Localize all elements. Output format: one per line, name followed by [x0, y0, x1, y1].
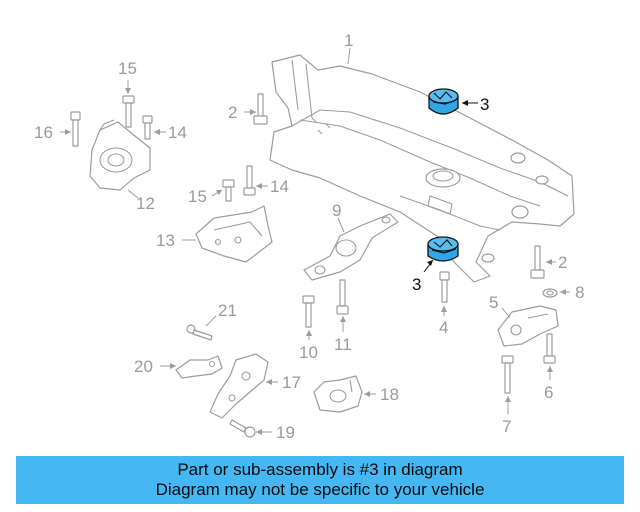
- callout-3-lower: 3: [412, 275, 421, 294]
- bolt-6: [543, 333, 556, 364]
- bolt-14-lower: [243, 165, 256, 196]
- bushing-lower[interactable]: [427, 236, 459, 262]
- callout-15-lower: 15: [188, 187, 207, 206]
- arrowhead-3-lower: [427, 260, 433, 266]
- callout-17: 17: [282, 373, 301, 392]
- leader-12: [127, 189, 139, 199]
- torque-rod-9: [303, 213, 399, 281]
- callout-3-upper: 3: [480, 95, 489, 114]
- leader-5: [501, 307, 511, 319]
- leader-1: [347, 47, 351, 65]
- bolt-2-upper: [253, 93, 268, 125]
- callout-8: 8: [575, 283, 584, 302]
- callout-12: 12: [136, 194, 155, 213]
- bracket-17: [209, 353, 269, 419]
- info-banner: Part or sub-assembly is #3 in diagram Di…: [16, 456, 624, 504]
- engine-mount-12: [89, 119, 151, 191]
- bolt-15-lower: [222, 179, 235, 202]
- callout-14-upper: 14: [168, 123, 187, 142]
- callout-7: 7: [502, 417, 511, 436]
- callout-2-upper: 2: [228, 103, 237, 122]
- bolt-14-upper: [142, 115, 153, 140]
- bushing-upper[interactable]: [428, 88, 459, 115]
- callout-6: 6: [544, 383, 553, 402]
- leader-21: [205, 315, 217, 327]
- banner-line-1: Part or sub-assembly is #3 in diagram: [177, 460, 463, 479]
- bolt-10: [302, 295, 315, 328]
- bolt-11: [336, 279, 349, 315]
- callout-labels: 1 2 2 3 3 4 5 6 7 8 9 10 11 12 13 14 14 …: [34, 31, 584, 442]
- arrowhead-3-upper: [462, 100, 468, 106]
- bolt-7: [501, 355, 514, 394]
- bolt-4: [439, 271, 450, 303]
- bolt-21: [186, 324, 213, 341]
- callout-1: 1: [344, 31, 353, 50]
- callout-18: 18: [380, 385, 399, 404]
- bracket-5: [497, 305, 559, 347]
- callout-19: 19: [276, 423, 295, 442]
- callout-4: 4: [439, 318, 448, 337]
- bolt-2-lower: [530, 245, 545, 279]
- callout-13: 13: [156, 231, 175, 250]
- bolt-16: [70, 111, 81, 147]
- arrowheads: [65, 88, 566, 435]
- banner-line-2: Diagram may not be specific to your vehi…: [155, 480, 485, 499]
- callout-20: 20: [134, 357, 153, 376]
- callout-10: 10: [299, 343, 318, 362]
- bracket-20: [175, 355, 223, 379]
- callout-14-lower: 14: [270, 177, 289, 196]
- callout-2-lower: 2: [558, 253, 567, 272]
- bolt-15-upper: [122, 95, 135, 128]
- callout-16: 16: [34, 123, 53, 142]
- mount-18: [313, 375, 363, 413]
- washer-8: [542, 288, 558, 298]
- bracket-13: [195, 205, 273, 263]
- callout-15-upper: 15: [118, 59, 137, 78]
- subframe-crossmember: [269, 54, 575, 283]
- callout-9: 9: [332, 201, 341, 220]
- leader-9: [337, 217, 345, 233]
- bolt-19: [229, 419, 256, 438]
- callout-11: 11: [334, 335, 352, 354]
- callout-21: 21: [218, 301, 237, 320]
- callout-5: 5: [489, 293, 498, 312]
